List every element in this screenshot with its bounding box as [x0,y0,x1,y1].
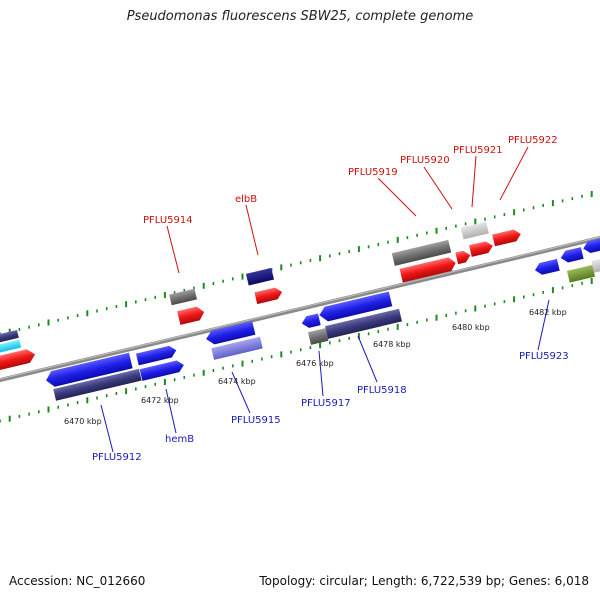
scale-labels: 6470 kbp 6472 kbp 6474 kbp 6476 kbp 6478… [64,308,567,426]
gene-right-blue-b [583,234,600,254]
gene-partial-left-red [0,349,36,376]
gene-partial-left-cyan [0,339,22,360]
gene-pflu5912 [53,368,142,401]
gene-pflu5919-gray [391,239,452,266]
lower-tick-row [0,278,593,423]
gene-pflu5914 [177,306,205,325]
genome-backbone [0,236,600,382]
accession-text: Accession: NC_012660 [9,574,146,588]
gene-pflu5917 [301,313,321,328]
label-pflu5914: PFLU5914 [143,215,193,226]
gene-features [0,221,600,401]
label-pflu5923: PFLU5923 [519,351,569,362]
gene-hemb-upper [135,345,177,366]
scale-label-6480: 6480 kbp [452,323,490,332]
scale-label-6472: 6472 kbp [141,396,179,405]
gene-pflu5912-upper [46,352,133,387]
gene-pflu5915-upper [206,321,256,345]
label-hemb: hemB [165,434,194,445]
label-pflu5917: PFLU5917 [301,398,351,409]
gene-pflu5918 [325,308,403,339]
scale-label-6482: 6482 kbp [529,308,567,317]
genome-title: Pseudomonas fluorescens SBW25, complete … [126,9,474,24]
gene-right-olive [566,264,596,283]
gene-pflu5918-upper [319,291,393,322]
gene-hemb [139,360,184,381]
scale-label-6470: 6470 kbp [64,417,102,426]
label-pflu5918: PFLU5918 [357,385,407,396]
label-leader-lines [100,146,550,453]
gene-pflu5921-light [460,221,489,240]
gene-right-blue-a [560,247,584,263]
gene-pflu5922 [492,229,521,247]
label-pflu5921: PFLU5921 [453,145,503,156]
gene-elbb-navy [245,267,275,286]
gene-pflu5923-upper [534,258,560,275]
gene-partial-left-dark [0,330,19,350]
gene-labels-bottom: PFLU5912 hemB PFLU5915 PFLU5917 PFLU5918… [92,351,569,463]
gene-elbb [254,287,283,305]
label-pflu5912: PFLU5912 [92,452,142,463]
gene-pflu5914-gray [169,288,197,306]
gene-pflu5919 [399,257,456,283]
scale-label-6476: 6476 kbp [296,359,334,368]
topology-text: Topology: circular; Length: 6,722,539 bp… [259,574,589,588]
gene-pflu5921 [469,241,493,257]
gene-pflu5920 [455,250,471,265]
label-elbb: elbB [235,194,257,205]
scale-label-6474: 6474 kbp [218,377,256,386]
genome-backbone-highlight [0,236,600,380]
gene-right-light [591,254,600,273]
gene-labels-top: PFLU5914 elbB PFLU5919 PFLU5920 PFLU5921… [143,135,558,226]
gene-pflu5915 [211,336,263,360]
label-pflu5919: PFLU5919 [348,167,398,178]
label-pflu5922: PFLU5922 [508,135,558,146]
label-pflu5920: PFLU5920 [400,155,450,166]
upper-tick-row [0,191,593,336]
gene-pflu5917-gray [307,328,329,345]
scale-label-6478: 6478 kbp [373,340,411,349]
label-pflu5915: PFLU5915 [231,415,281,426]
